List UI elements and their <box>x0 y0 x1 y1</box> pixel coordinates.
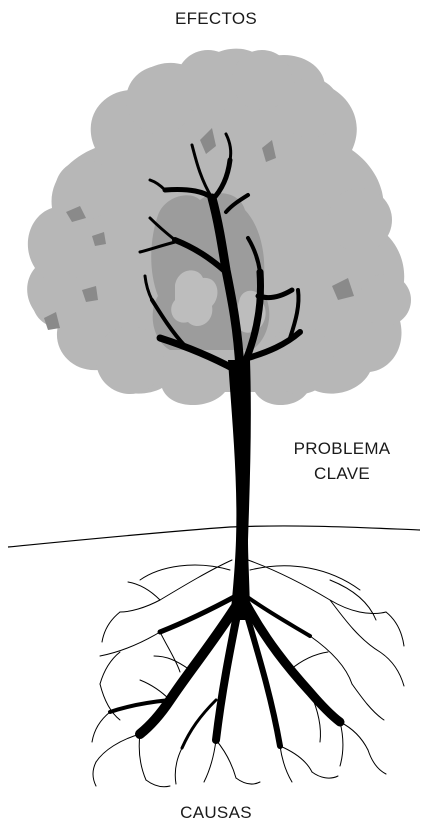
key-problem-label-line1: PROBLEMA <box>282 436 402 461</box>
ground-line <box>8 526 420 547</box>
effects-label: EFECTOS <box>0 6 432 31</box>
key-problem-label-line2: CLAVE <box>282 461 402 486</box>
key-problem-label: PROBLEMA CLAVE <box>282 436 402 486</box>
causes-label: CAUSAS <box>0 800 432 825</box>
